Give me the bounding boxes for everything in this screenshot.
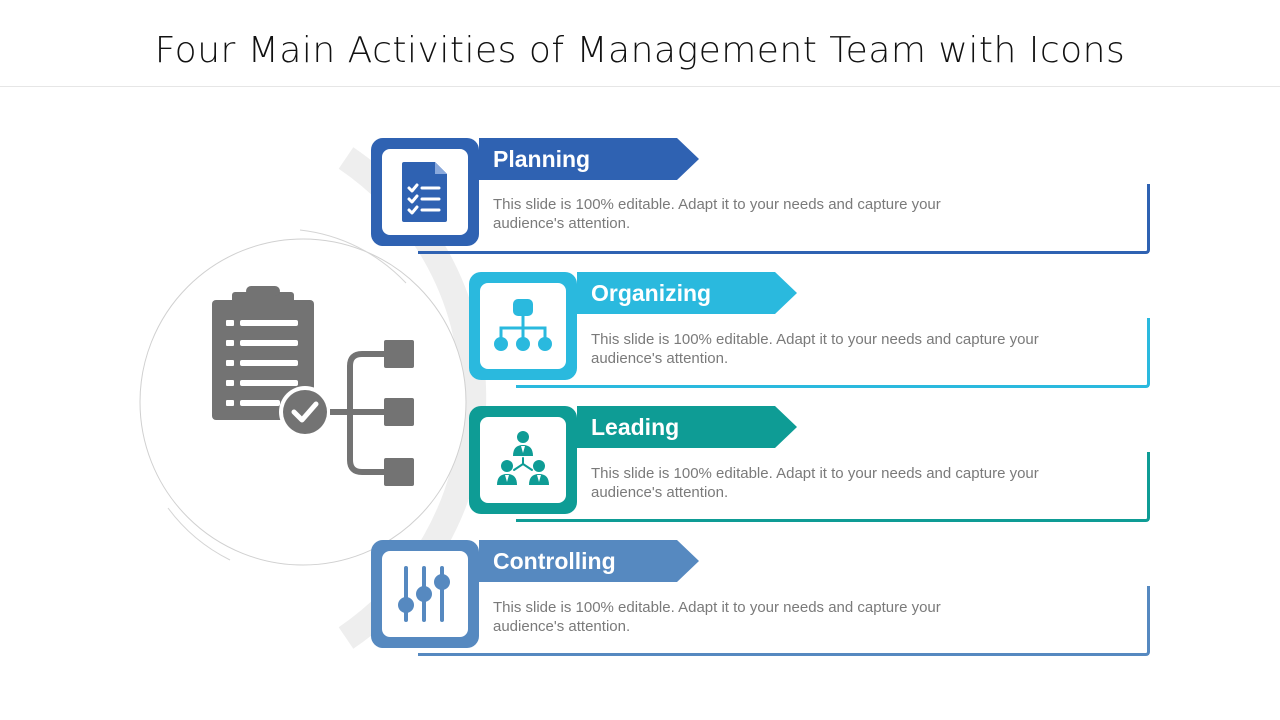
- controlling-label: Controlling: [479, 540, 699, 582]
- control-sliders-icon: [398, 566, 450, 622]
- document-checklist-icon: [402, 162, 447, 222]
- organizing-panel: [516, 318, 1150, 388]
- planning-icon-box: [371, 138, 479, 246]
- leading-panel: [516, 452, 1150, 522]
- organizing-label: Organizing: [577, 272, 797, 314]
- leading-description: This slide is 100% editable. Adapt it to…: [591, 465, 1039, 501]
- controlling-description: This slide is 100% editable. Adapt it to…: [493, 599, 941, 635]
- title-divider: [0, 86, 1280, 87]
- planning-label: Planning: [479, 138, 699, 180]
- controlling-icon-box: [371, 540, 479, 648]
- page-title: Four Main Activities of Management Team …: [154, 30, 1126, 71]
- leading-icon-box: [469, 406, 577, 514]
- planning-description: This slide is 100% editable. Adapt it to…: [493, 196, 941, 232]
- planning-panel: [418, 184, 1150, 254]
- controlling-panel: [418, 586, 1150, 656]
- organizing-description: This slide is 100% editable. Adapt it to…: [591, 331, 1039, 367]
- leading-label: Leading: [577, 406, 797, 448]
- organizing-icon-box: [469, 272, 577, 380]
- org-chart-icon: [494, 299, 552, 351]
- team-leader-icon: [497, 431, 549, 485]
